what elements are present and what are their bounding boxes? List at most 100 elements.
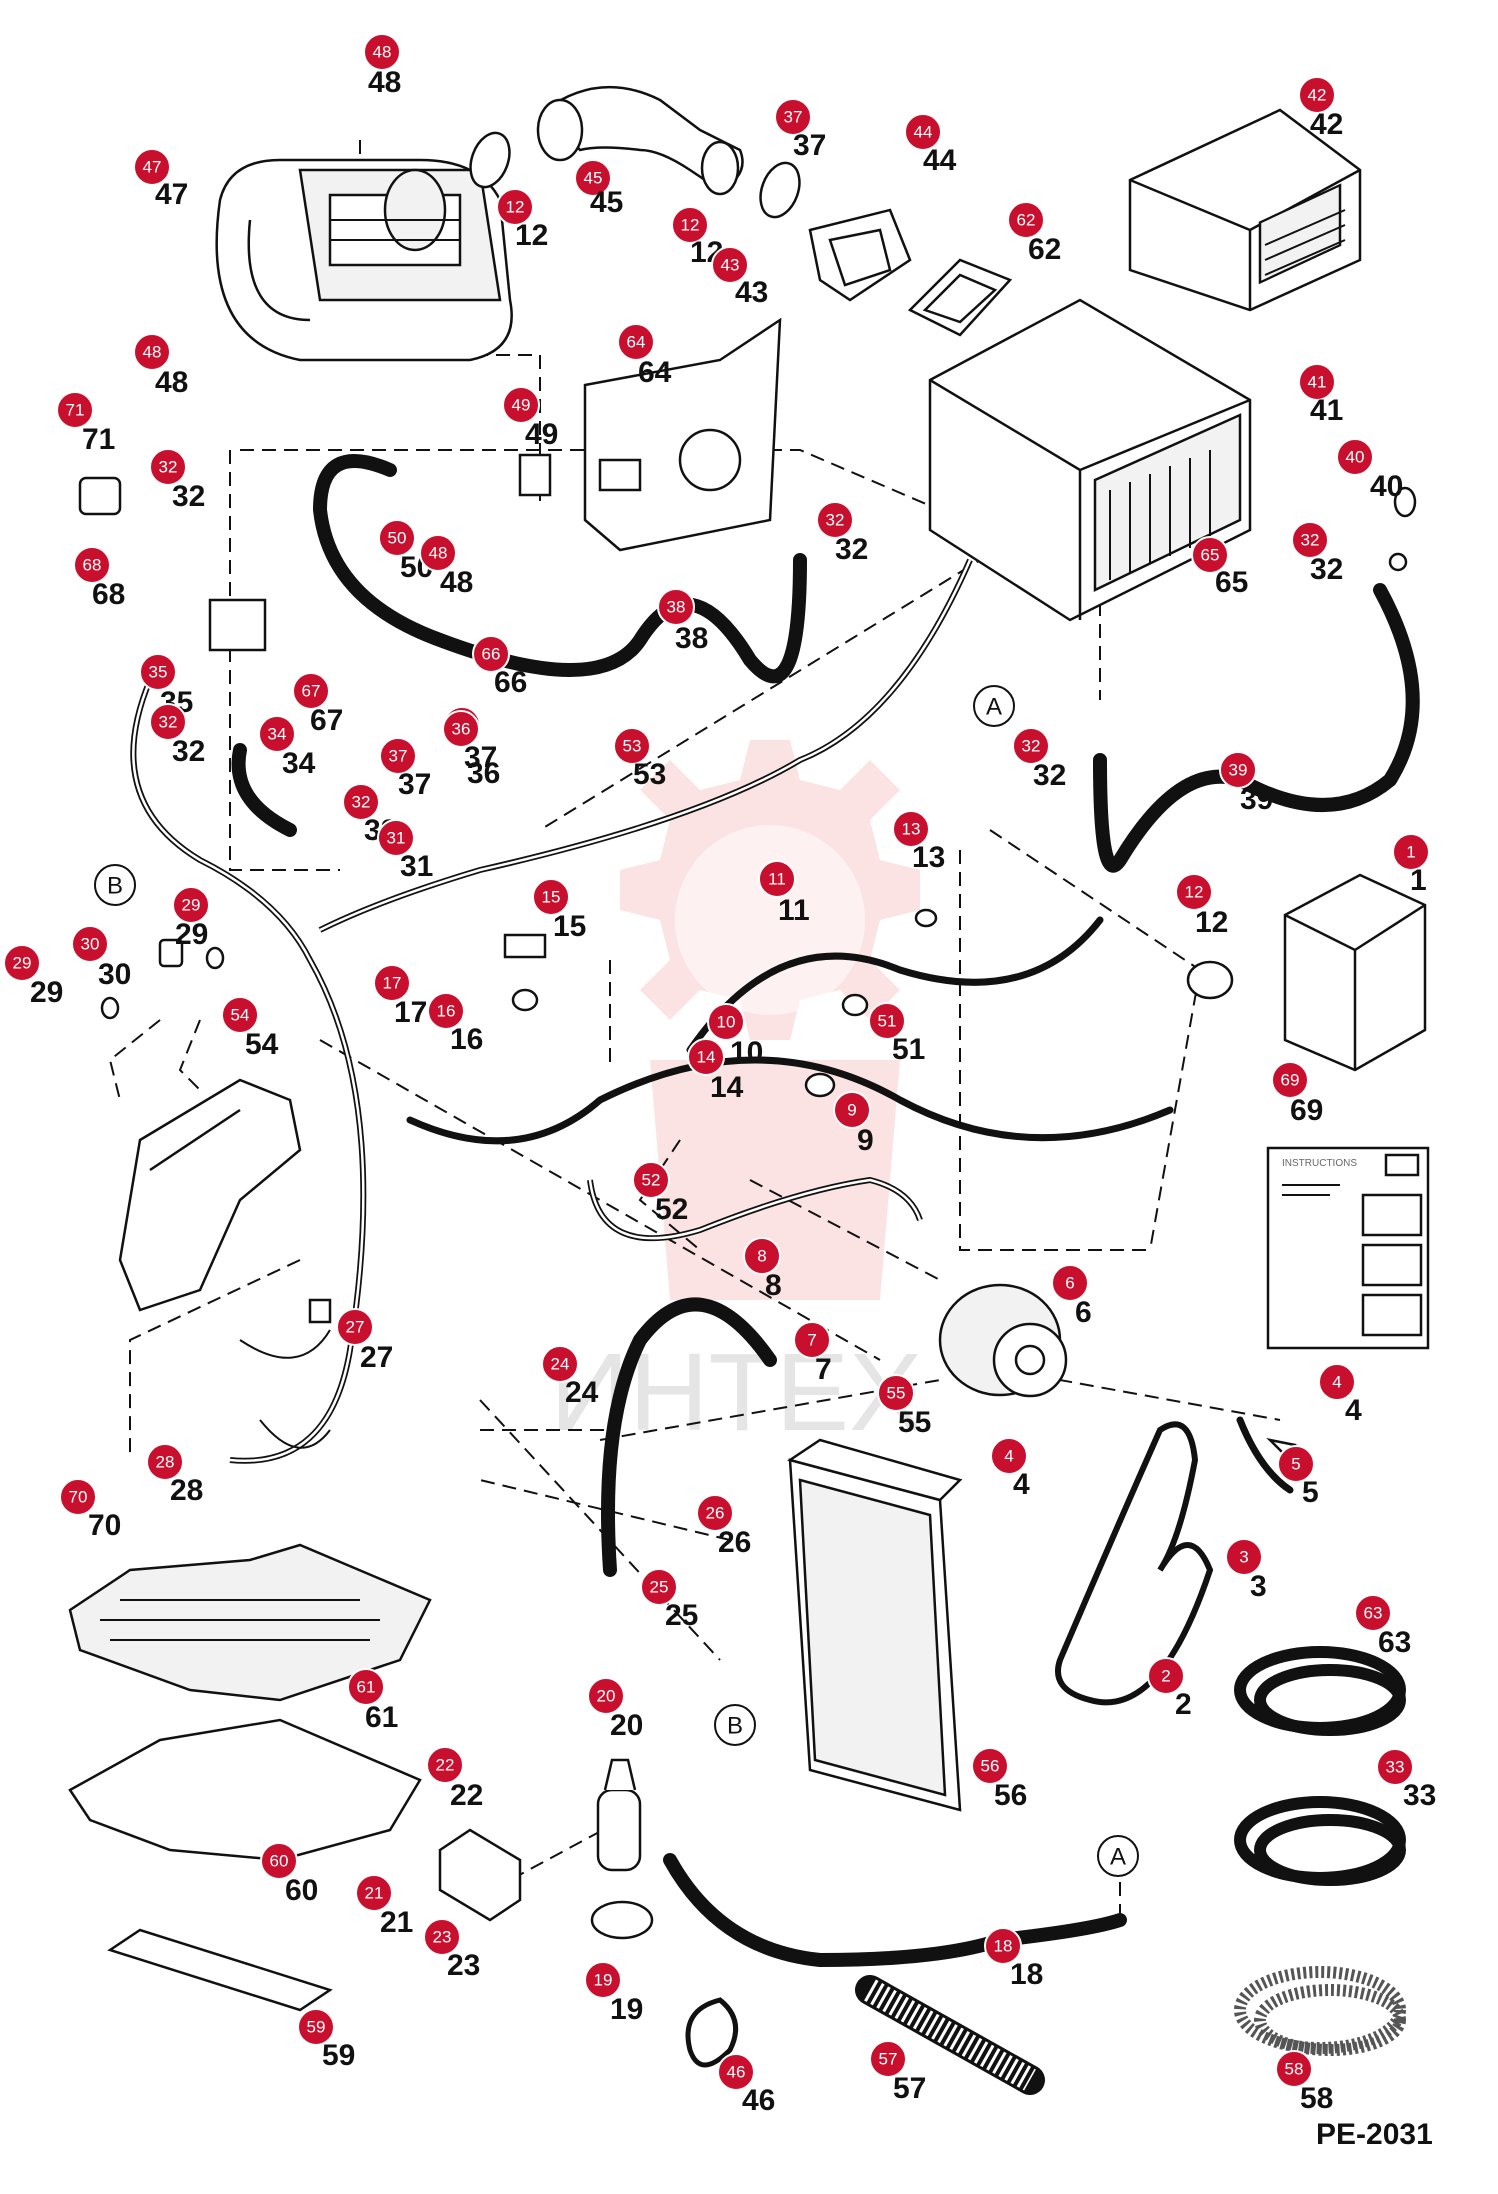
callout-badge xyxy=(1336,438,1374,476)
callout-label: 29 xyxy=(175,918,208,951)
callout-badge-number: 4 xyxy=(1332,1373,1341,1392)
callout-label: 30 xyxy=(98,958,131,991)
callout-label: 70 xyxy=(88,1509,121,1542)
callout-label: 9 xyxy=(857,1124,874,1157)
part-16-grommet xyxy=(511,988,539,1012)
callout-part-6: 66 xyxy=(1051,1264,1092,1329)
callout-badge xyxy=(297,2008,335,2046)
part-29-cap-b xyxy=(100,996,120,1020)
part-64-shield-plate xyxy=(583,317,782,552)
part-56-condenser-core xyxy=(787,1438,963,1812)
callout-badge xyxy=(868,1002,906,1040)
part-49-bracket xyxy=(518,453,552,497)
callout-label: 27 xyxy=(360,1341,393,1374)
callout-label: 46 xyxy=(742,2084,775,2117)
part-46-strap xyxy=(685,1997,739,2068)
callout-badge xyxy=(1277,1445,1315,1483)
callout-label: 44 xyxy=(923,144,957,177)
callout-label: 48 xyxy=(155,366,188,399)
callout-label: 10 xyxy=(730,1036,763,1069)
callout-label: 53 xyxy=(633,758,666,791)
callout-badge-number: 31 xyxy=(387,829,406,848)
callout-label: 48 xyxy=(368,66,401,99)
part-32-clamp xyxy=(1388,552,1408,572)
callout-badge-number: 8 xyxy=(757,1247,766,1266)
callout-badge-number: 38 xyxy=(667,598,686,617)
hose-5 xyxy=(1236,1416,1294,1494)
callout-badge-number: 26 xyxy=(706,1504,725,1523)
callout-badge xyxy=(336,1308,374,1346)
svg-text:B: B xyxy=(727,1713,743,1740)
callout-label: 40 xyxy=(1370,470,1403,503)
callout-badge xyxy=(378,519,416,557)
callout-badge xyxy=(363,33,401,71)
callout-badge xyxy=(133,148,171,186)
callout-badge xyxy=(1012,727,1050,765)
callout-badge-number: 64 xyxy=(627,333,646,352)
callout-badge-number: 21 xyxy=(365,1884,384,1903)
svg-text:A: A xyxy=(986,694,1002,721)
callout-badge xyxy=(292,672,330,710)
callout-badge-number: 63 xyxy=(1364,1604,1383,1623)
callout-badge xyxy=(355,1874,393,1912)
callout-label: 51 xyxy=(892,1033,925,1066)
callout-label: 60 xyxy=(285,1874,318,1907)
callout-badge-number: 68 xyxy=(83,556,102,575)
callout-badge-number: 3 xyxy=(1239,1548,1248,1567)
callout-badge xyxy=(260,1842,298,1880)
callout-part-4: 44 xyxy=(990,1437,1030,1501)
callout-badge-number: 10 xyxy=(717,1013,736,1032)
callout-badge-number: 4 xyxy=(1004,1447,1013,1466)
part-6-compressor xyxy=(938,1283,1068,1398)
instruction-sheet-title: INSTRUCTIONS xyxy=(1282,1158,1357,1169)
callout-badge xyxy=(133,333,171,371)
callout-badge-number: 9 xyxy=(847,1101,856,1120)
callout-badge-number: 32 xyxy=(352,793,371,812)
callout-badge xyxy=(1051,1264,1089,1302)
part-57-corrugated-tube xyxy=(855,1975,1045,2095)
callout-label: 71 xyxy=(82,423,115,456)
callout-badge xyxy=(502,386,540,424)
part-1-box xyxy=(1283,873,1427,1072)
callout-label: 43 xyxy=(735,276,768,309)
callout-badge-number: 54 xyxy=(231,1006,250,1025)
callout-badge xyxy=(717,2053,755,2091)
callout-part-8: 88 xyxy=(743,1237,782,1302)
callout-badge xyxy=(613,727,651,765)
callout-badge xyxy=(59,1478,97,1516)
callout-label: 41 xyxy=(1310,394,1343,427)
callout-badge-number: 49 xyxy=(512,396,531,415)
callout-part-2: 22 xyxy=(1147,1657,1192,1721)
callout-label: 49 xyxy=(525,418,558,451)
part-12-seal-rings xyxy=(469,131,1234,1000)
callout-badge-number: 25 xyxy=(650,1578,669,1597)
callout-badge xyxy=(423,1918,461,1956)
callout-label: 32 xyxy=(1310,553,1343,586)
callout-badge-number: 19 xyxy=(594,1971,613,1990)
part-2-belt xyxy=(1055,1421,1214,1706)
callout-label: 66 xyxy=(494,666,527,699)
hose-38 xyxy=(313,454,807,684)
callout-badge xyxy=(687,1038,725,1076)
part-45-duct-elbow xyxy=(536,85,744,196)
